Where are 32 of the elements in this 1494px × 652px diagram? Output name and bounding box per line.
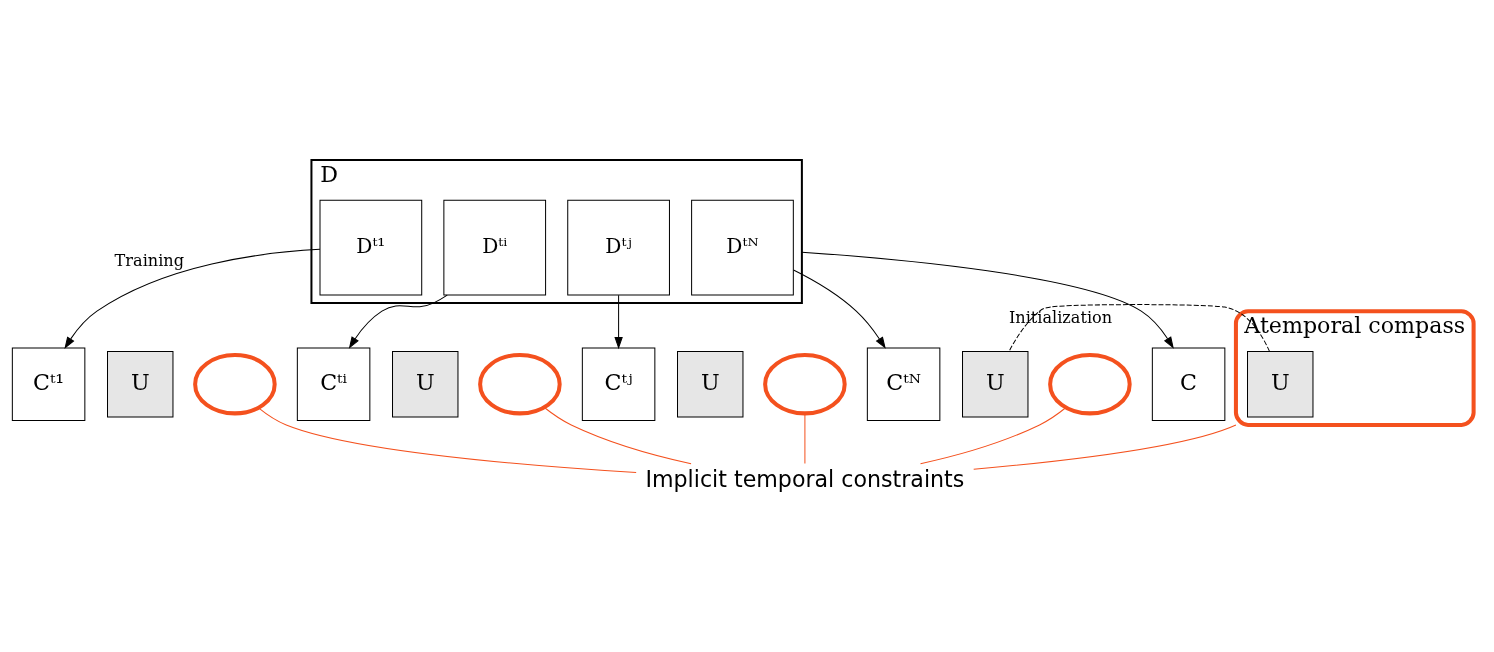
node-box: Dᵗʲ [567, 199, 670, 296]
node-box: Cᵗⁱ [296, 347, 371, 421]
connector [920, 407, 1067, 465]
node-ellipse [193, 352, 277, 416]
node-box: Dᵗ¹ [319, 199, 423, 296]
node-ellipse [478, 352, 562, 416]
edge-label: Initialization [1008, 308, 1113, 328]
node-ellipse [763, 352, 847, 416]
node-ellipse [1048, 352, 1132, 416]
arrow [614, 294, 623, 350]
connector [258, 407, 637, 474]
arrow [64, 248, 321, 349]
node-text: Implicit temporal constraints [645, 466, 965, 493]
node-box: Cᵗᴺ [866, 347, 941, 421]
connector [804, 413, 806, 464]
node-box: C [1151, 347, 1226, 421]
connector [973, 424, 1237, 470]
node-box: Dᵗⁱ [443, 199, 547, 296]
arrow [801, 251, 1174, 349]
arrow [348, 294, 448, 349]
node-box: U [1247, 350, 1314, 418]
connector [1008, 304, 1270, 352]
edge-label: Training [114, 250, 184, 270]
node-box: U [962, 350, 1029, 418]
node-box: U [677, 350, 744, 418]
node-box: Cᵗʲ [581, 347, 656, 421]
connector [543, 407, 692, 465]
node-box: U [392, 350, 459, 418]
arrow [793, 269, 886, 349]
node-box: Cᵗ¹ [11, 347, 86, 421]
node-box: U [107, 350, 174, 418]
node-box: Dᵗᴺ [691, 199, 794, 296]
